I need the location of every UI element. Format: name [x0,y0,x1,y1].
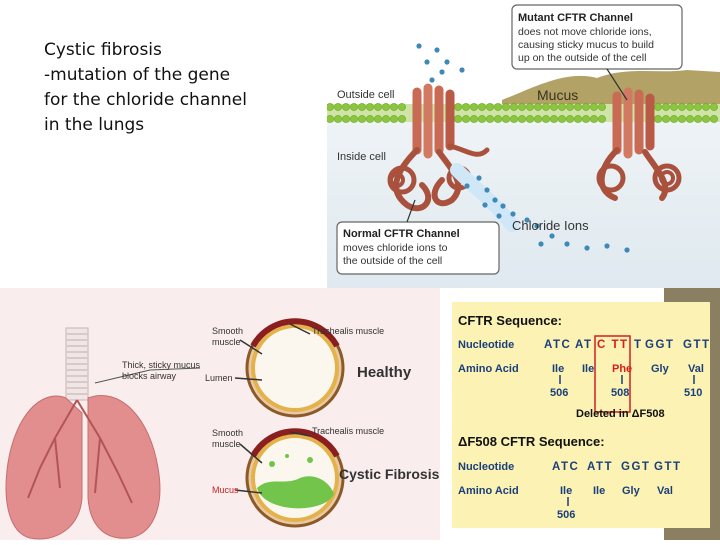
amino-acid-1: Ile [552,363,564,375]
cystic-fibrosis-airway-diagram [245,428,345,528]
mutant-position-506: 506 [557,509,575,521]
chloride-flow-arrow [450,163,519,232]
nucleotide-1: ATC [544,339,571,351]
mutant-cftr-channel [596,87,682,201]
normal-callout-line-2: the outside of the cell [343,255,442,267]
mutant-callout-line-2: causing sticky mucus to build [518,39,654,51]
mucus-label: Mucus [537,87,578,103]
trachea [65,327,89,401]
sequence-title: CFTR Sequence: [458,313,562,328]
nucleotide-4: GGT [645,339,674,351]
chloride-ions-label: Chloride Ions [512,218,589,233]
position-506: 506 [550,387,568,399]
lumen-label: Lumen [205,373,233,383]
normal-cftr-channel [387,83,490,212]
mutant-nucleotide-label: Nucleotide [458,461,514,473]
deleted-note: Deleted in ΔF508 [576,408,665,420]
mutant-callout-title: Mutant CFTR Channel [518,12,633,24]
mucus-blob [257,476,334,509]
slide-body-line-2: for the chloride channel [44,90,247,110]
slide-text-block: Cystic fibrosis -mutation of the gene fo… [44,38,314,138]
mutant-callout-line-1: does not move chloride ions, [518,26,652,38]
position-508: 508 [611,387,629,399]
mucus-layer [502,70,720,104]
mutant-amino-acid-label: Amino Acid [458,485,519,497]
nucleotide-5: GTT [683,339,711,351]
lung-airway-figure: Smooth muscle Trachealis muscle Thick, s… [0,288,440,540]
nucleotide-deleted: C TT [597,339,629,351]
amino-acid-label: Amino Acid [458,363,519,375]
mutant-nucleotide-3: GGT [621,461,650,473]
nucleotide-label: Nucleotide [458,339,514,351]
left-lung [5,395,83,540]
mutant-amino-acid-4: Val [657,485,673,497]
tracheal-muscle-top: Trachealis muscle [312,326,384,336]
mutant-nucleotide-2: ATT [587,461,613,473]
sequence-background [452,302,710,528]
amino-acid-4: Val [688,363,704,375]
healthy-label: Healthy [357,364,412,381]
tracheal-muscle-bottom: Trachealis muscle [312,426,384,436]
normal-channel-callout: Normal CFTR Channel moves chloride ions … [336,199,500,275]
mutant-sequence-title: ΔF508 CFTR Sequence: [458,434,605,449]
mucus-label-red: Mucus [212,485,239,495]
slide-body-line-1: -mutation of the gene [44,65,231,85]
mutant-amino-acid-2: Ile [593,485,605,497]
slide-title: Cystic fibrosis [44,40,162,60]
smooth-muscle-bottom-2: muscle [212,439,241,449]
cell-membrane [326,103,720,123]
nucleotide-3: T [634,339,643,351]
mutant-nucleotide-4: GTT [654,461,682,473]
amino-acid-phe: Phe [612,363,632,375]
thick-mucus-line-1: Thick, sticky mucus [122,360,201,370]
thick-mucus-line-2: blocks airway [122,371,177,381]
inside-cell-label: Inside cell [337,151,386,163]
amino-acid-2: Ile [582,363,594,375]
mutant-amino-acid-3: Gly [622,485,641,497]
outside-cell-label: Outside cell [337,89,394,101]
cftr-channel-figure: Outside cell Inside cell Mucus Chloride … [326,0,720,288]
cystic-fibrosis-label: Cystic Fibrosis [339,466,440,482]
position-510: 510 [684,387,702,399]
mutant-nucleotide-1: ATC [552,461,579,473]
slide-body-line-3: in the lungs [44,115,145,135]
nucleotide-2: AT [575,339,592,351]
right-lung [87,395,161,539]
mutant-amino-acid-1: Ile [560,485,572,497]
mutant-channel-callout: Mutant CFTR Channel does not move chlori… [511,4,683,101]
normal-callout-title: Normal CFTR Channel [343,228,460,240]
bronchi [27,399,133,504]
mutant-callout-line-3: up on the outside of the cell [518,52,646,64]
deletion-highlight-box [594,335,631,413]
smooth-muscle-top-1: Smooth [212,326,243,336]
smooth-muscle-bottom-1: Smooth [212,428,243,438]
normal-callout-line-1: moves chloride ions to [343,242,448,254]
cftr-sequence-figure: CFTR Sequence: Nucleotide ATC AT C TT T … [440,288,720,540]
chloride-ions [416,43,630,253]
amino-acid-3: Gly [651,363,670,375]
healthy-airway-diagram [245,318,345,418]
smooth-muscle-top-2: muscle [212,337,241,347]
